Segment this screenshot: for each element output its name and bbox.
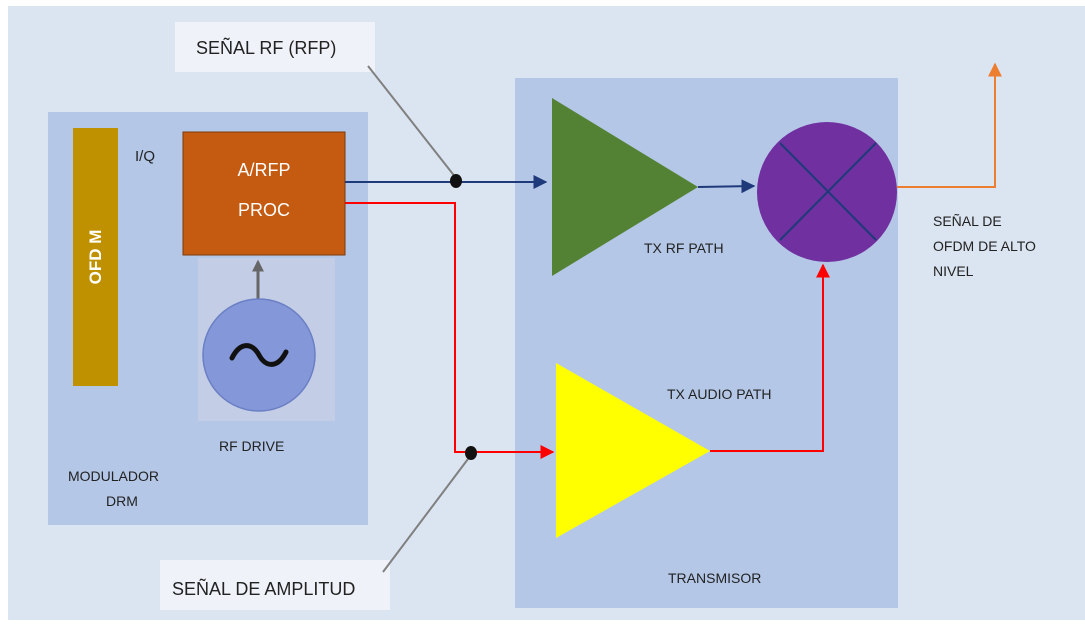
rf-amplifier-triangle xyxy=(552,98,698,276)
senal-rf-pointer xyxy=(367,65,457,179)
mixer-cross-line-2 xyxy=(779,142,877,241)
sine-wave-icon xyxy=(229,343,289,367)
proc-label-line2: PROC xyxy=(237,200,291,220)
transmisor-label: TRANSMISOR xyxy=(668,570,762,586)
ofdm-block xyxy=(73,128,118,386)
tx-audio-path-label: TX AUDIO PATH xyxy=(667,386,772,402)
output-label-line3: NIVEL xyxy=(933,263,974,279)
output-signal-line xyxy=(897,62,1002,188)
amplitude-signal-line-1 xyxy=(345,202,555,459)
output-label-line1: SEÑAL DE xyxy=(933,213,1002,229)
senal-rf-label: SEÑAL RF (RFP) xyxy=(196,38,337,58)
senal-amplitud-label: SEÑAL DE AMPLITUD xyxy=(172,579,356,599)
tx-rf-path-label: TX RF PATH xyxy=(644,240,724,256)
senal-amplitud-pointer xyxy=(382,454,472,573)
output-label-line2: OFDM DE ALTO xyxy=(933,238,1036,254)
iq-label: I/Q xyxy=(135,148,156,165)
bottom-left-label-backdrop xyxy=(160,560,390,610)
amplitude-signal-line-2 xyxy=(710,263,830,452)
rf-drive-label: RF DRIVE xyxy=(219,438,285,454)
modulador-label-line1: MODULADOR xyxy=(68,468,160,484)
modulador-label-line2: DRM xyxy=(106,493,138,509)
proc-label-line1: A/RFP xyxy=(237,160,291,180)
audio-amplifier-triangle xyxy=(556,363,710,538)
rf-junction-dot xyxy=(450,174,462,188)
proc-block xyxy=(182,131,346,256)
top-left-label-backdrop xyxy=(175,22,375,72)
ofdm-block-label: OFD M xyxy=(85,229,105,285)
amplitude-junction-dot xyxy=(465,446,477,460)
rf-signal-line-2 xyxy=(697,179,756,194)
